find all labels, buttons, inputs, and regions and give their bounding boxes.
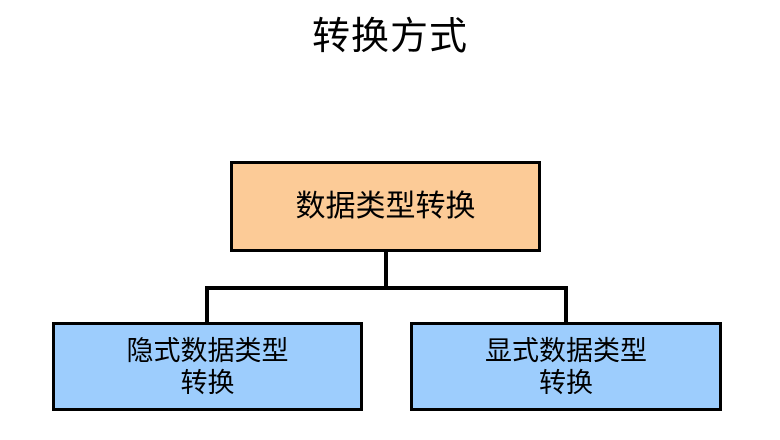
node-root-label: 数据类型转换 [295, 189, 476, 223]
node-explicit-conversion-label: 显式数据类型 转换 [485, 335, 647, 398]
node-implicit-conversion[interactable]: 隐式数据类型 转换 [52, 322, 363, 411]
node-implicit-conversion-label: 隐式数据类型 转换 [126, 335, 289, 398]
page-title: 转换方式 [311, 16, 468, 58]
connector-horizontal-bar [205, 286, 568, 290]
connector-drop-right [564, 286, 568, 324]
node-explicit-conversion[interactable]: 显式数据类型 转换 [410, 322, 722, 411]
connector-root-stem [384, 252, 388, 290]
connector-drop-left [205, 286, 209, 324]
node-root[interactable]: 数据类型转换 [230, 161, 541, 252]
